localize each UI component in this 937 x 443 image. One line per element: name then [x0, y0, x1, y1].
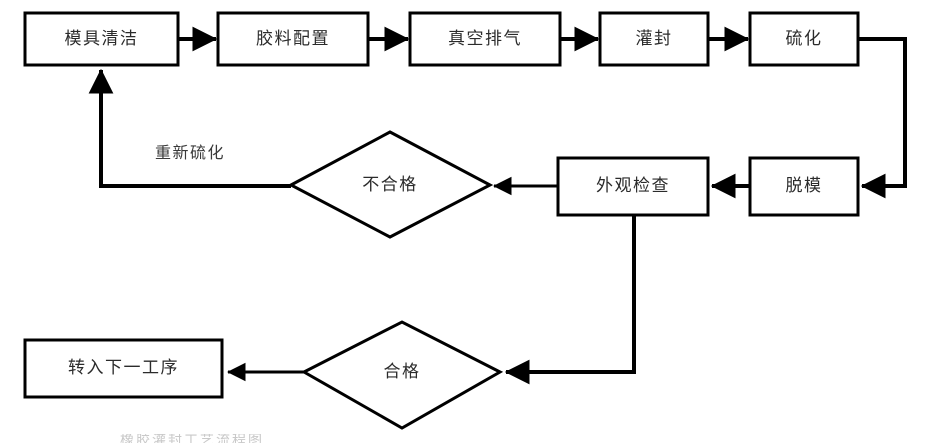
node-hit-appearance-check[interactable]	[558, 158, 708, 215]
node-box-vacuum-degas	[408, 11, 562, 67]
node-box-mold-clean	[23, 11, 180, 67]
node-hit-demold[interactable]	[750, 158, 858, 215]
node-box-next-process	[23, 338, 224, 399]
node-hit-vacuum-degas[interactable]	[410, 13, 560, 65]
node-hit-pass[interactable]	[304, 322, 500, 428]
node-hit-vulcanize[interactable]	[750, 13, 858, 65]
node-hit-potting[interactable]	[600, 13, 708, 65]
edge-check-to-pass	[504, 215, 636, 385]
node-hit-fail[interactable]	[291, 132, 490, 237]
edge-fail-to-mold-clean	[88, 68, 291, 188]
node-hit-mold-clean[interactable]	[25, 13, 178, 65]
node-diamond-pass	[300, 320, 504, 430]
node-hit-adhesive-prep[interactable]	[218, 13, 368, 65]
node-hit-next-process[interactable]	[25, 340, 222, 397]
node-box-vulcanize	[748, 11, 860, 67]
node-box-demold	[748, 156, 860, 217]
edge-vulcanize-to-demold	[858, 37, 907, 199]
node-diamond-fail	[287, 130, 494, 239]
node-box-adhesive-prep	[216, 11, 370, 67]
figure-caption: 橡胶灌封工艺流程图	[120, 434, 264, 443]
